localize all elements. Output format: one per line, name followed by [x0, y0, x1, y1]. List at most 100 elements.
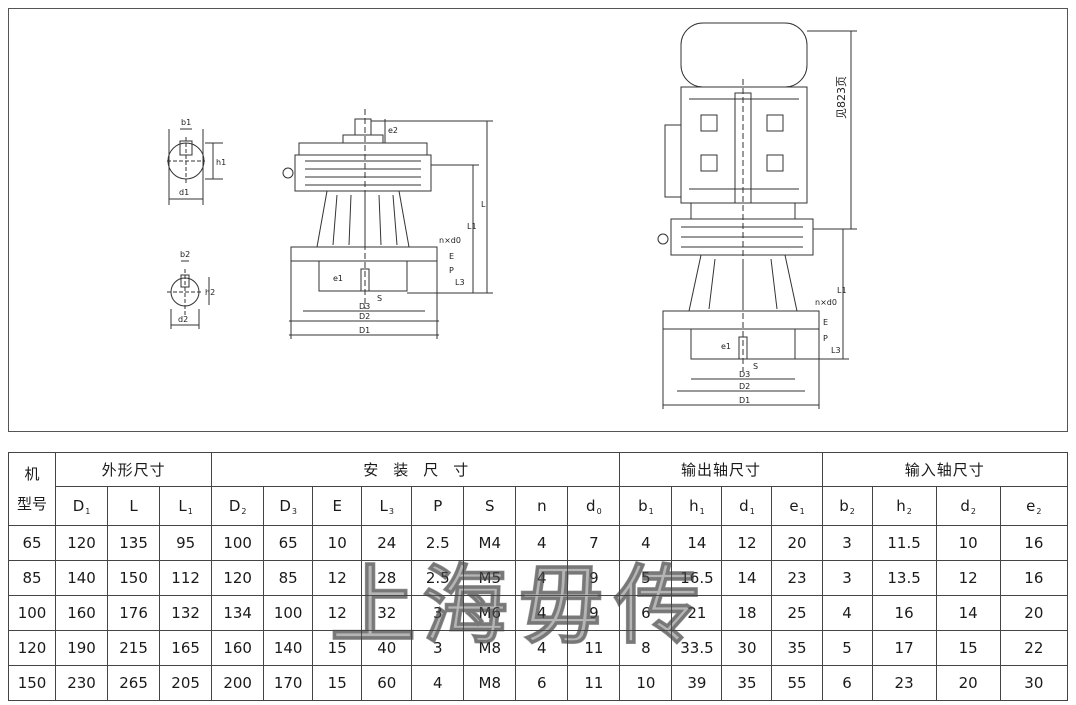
column-header: D3 [263, 486, 314, 526]
column-header-sub: 3 [388, 506, 394, 516]
column-header-main: D [72, 496, 85, 515]
table-cell: 17 [871, 630, 937, 666]
table-cell: 6 [515, 665, 569, 701]
column-header-main: b [839, 496, 849, 515]
table-cell: 65 [7, 525, 57, 561]
table-cell: 35 [771, 630, 823, 666]
table-cell: 120 [211, 560, 265, 596]
table-cell: 215 [107, 630, 161, 666]
column-header-main: h [896, 496, 906, 515]
table-cell: 15 [312, 665, 363, 701]
label-ref-page: 见823页 [835, 76, 848, 119]
table-cell: 165 [159, 630, 213, 666]
column-header-main: b [638, 496, 648, 515]
column-header-main: D [228, 496, 241, 515]
table-cell: 205 [159, 665, 213, 701]
table-cell: 11 [567, 630, 621, 666]
column-header: D2 [211, 486, 265, 526]
column-header: D1 [55, 486, 109, 526]
table-cell: 95 [159, 525, 213, 561]
label-b1: b1 [181, 118, 191, 127]
table-cell: M5 [463, 560, 517, 596]
label-motor-L1: L1 [837, 286, 847, 295]
table-cell: 9 [567, 595, 621, 631]
technical-drawing: b1 h1 d1 b2 h2 d2 e2 n×d0 E P L3 L1 L e1… [167, 22, 857, 409]
drawing-labels: b1 h1 d1 b2 h2 d2 e2 n×d0 E P L3 L1 L e1… [178, 76, 848, 405]
table-cell: 21 [671, 595, 723, 631]
table-cell: 150 [7, 665, 57, 701]
table-cell: 160 [211, 630, 265, 666]
table-cell: 12 [721, 525, 773, 561]
column-header-main: n [537, 497, 547, 515]
table-cell: 5 [619, 560, 673, 596]
label-b2: b2 [180, 250, 190, 259]
table-cell: 16 [999, 525, 1069, 561]
table-cell: 14 [671, 525, 723, 561]
label-D2: D2 [359, 312, 370, 321]
column-header-main: E [332, 497, 342, 515]
column-header-sub: 1 [187, 506, 193, 516]
table-cell: 176 [107, 595, 161, 631]
label-L1: L1 [467, 222, 477, 231]
label-motor-D1: D1 [739, 396, 750, 405]
column-header-main: L [129, 497, 138, 515]
table-cell: 230 [55, 665, 109, 701]
table-cell: 12 [935, 560, 1001, 596]
table-cell: 14 [935, 595, 1001, 631]
table-cell: 3 [411, 595, 465, 631]
table-cell: 170 [263, 665, 314, 701]
table-cell: 60 [361, 665, 413, 701]
column-header: e1 [771, 486, 823, 526]
drawing-frame: b1 h1 d1 b2 h2 d2 e2 n×d0 E P L3 L1 L e1… [8, 8, 1068, 432]
table-cell: 65 [263, 525, 314, 561]
table-cell: 140 [55, 560, 109, 596]
column-header: h2 [871, 486, 937, 526]
key-section-1 [167, 128, 223, 205]
table-cell: 160 [55, 595, 109, 631]
table-cell: 4 [515, 525, 569, 561]
table-cell: 140 [263, 630, 314, 666]
column-header: E [312, 486, 363, 526]
column-header: d2 [935, 486, 1001, 526]
column-header-sub: 2 [1036, 506, 1042, 516]
table-cell: 11 [567, 665, 621, 701]
table-cell: M8 [463, 630, 517, 666]
label-motor-P: P [823, 334, 828, 343]
table-cell: 6 [821, 665, 873, 701]
column-header: P [411, 486, 465, 526]
table-cell: 4 [515, 560, 569, 596]
table-cell: 10 [619, 665, 673, 701]
table-cell: 23 [871, 665, 937, 701]
table-cell: 39 [671, 665, 723, 701]
group-header-row: 机 型号 外形尺寸 安 装 尺 寸 输出轴尺寸 输入轴尺寸 [7, 452, 1069, 526]
column-header-sub: 3 [291, 506, 297, 516]
table-cell: 85 [263, 560, 314, 596]
table-cell: 11.5 [871, 525, 937, 561]
table-cell: 18 [721, 595, 773, 631]
table-cell: 150 [107, 560, 161, 596]
table-cell: 190 [55, 630, 109, 666]
label-d2: d2 [178, 315, 188, 324]
column-header: h1 [671, 486, 723, 526]
table-cell: 4 [619, 525, 673, 561]
column-header-sub: 1 [749, 506, 755, 516]
table-cell: 10 [312, 525, 363, 561]
table-cell: 32 [361, 595, 413, 631]
table-cell: 23 [771, 560, 823, 596]
label-D1: D1 [359, 326, 370, 335]
table-cell: 120 [55, 525, 109, 561]
column-header-main: P [433, 497, 443, 515]
label-h1: h1 [216, 158, 226, 167]
table-cell: M6 [463, 595, 517, 631]
table-cell: 4 [515, 630, 569, 666]
header-model-text: 机 型号 [17, 465, 48, 513]
column-header-sub: 2 [241, 506, 247, 516]
header-model: 机 型号 [7, 452, 57, 526]
table-cell: 4 [411, 665, 465, 701]
